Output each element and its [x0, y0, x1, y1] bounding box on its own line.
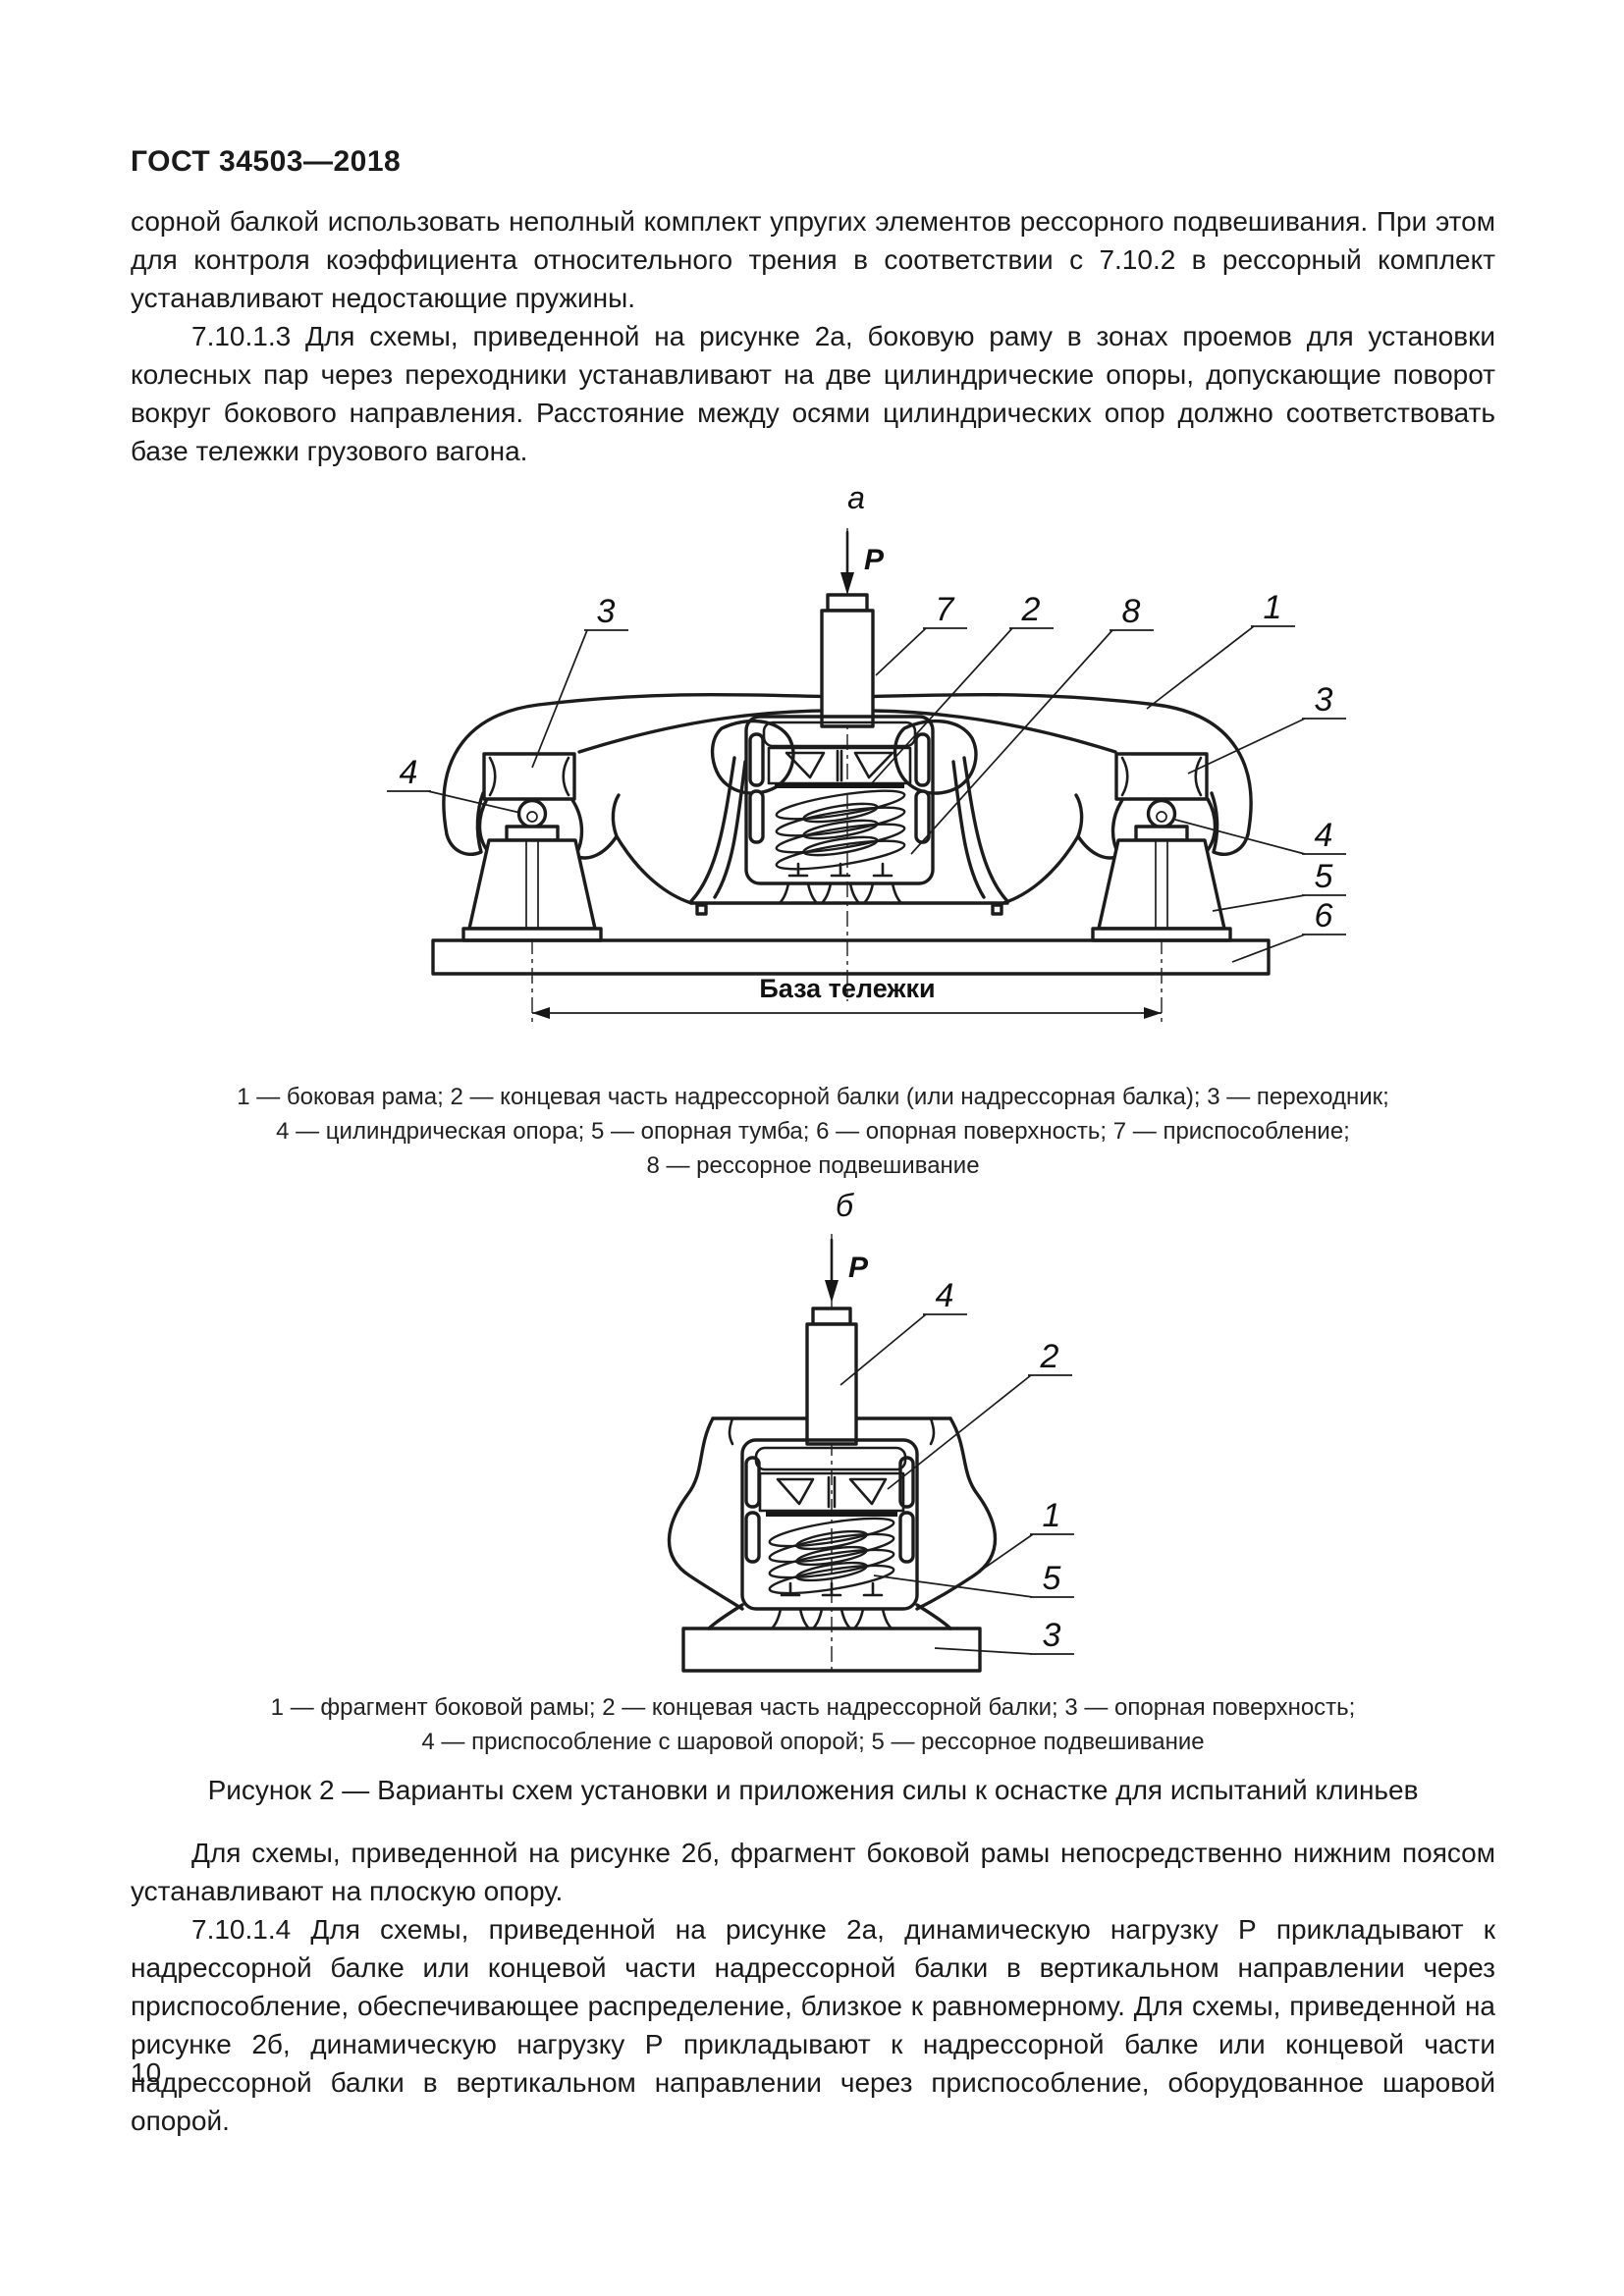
- callout-4-right: 4: [1315, 817, 1333, 854]
- paragraph-7-10-1-4: 7.10.1.4 Для схемы, приведенной на рисун…: [131, 1914, 1495, 2136]
- callout-8: 8: [1122, 593, 1141, 630]
- standard-number: ГОСТ 34503—2018: [131, 145, 402, 178]
- spring-seat-feet: [778, 862, 903, 905]
- frame-window-right: [893, 719, 978, 795]
- paragraph-continuation: сорной балкой использовать неполный комп…: [131, 206, 1495, 313]
- figure-a-callouts: 3 7 2 8 1 3 4 4 5 6: [387, 589, 1346, 963]
- callout-3-b: 3: [1043, 1617, 1061, 1654]
- figure-b-label: б: [836, 1188, 854, 1223]
- figure-a-caption-line3: 8 — рессорное подвешивание: [646, 1152, 980, 1179]
- bolster-top-plate-b: [754, 1446, 907, 1471]
- figure-b-callouts: 4 2 1 5 3: [839, 1277, 1074, 1655]
- load-device: [820, 593, 875, 728]
- callout-5-b: 5: [1043, 1560, 1061, 1597]
- figure-a-caption: 1 — боковая рама; 2 — концевая часть над…: [131, 1080, 1495, 1183]
- cylindrical-support-right-detail: [1156, 811, 1167, 823]
- force-arrow: P: [840, 530, 885, 595]
- cylindrical-support-right: [1146, 798, 1177, 829]
- figure-a-label: а: [847, 480, 865, 515]
- callout-4-b: 4: [936, 1277, 954, 1314]
- figure-b-caption-line2: 4 — приспособление с шаровой опорой; 5 —…: [421, 1729, 1205, 1755]
- figure-a-caption-line1: 1 — боковая рама; 2 — концевая часть над…: [237, 1084, 1389, 1110]
- bottom-text-block: Для схемы, приведенной на рисунке 2б, фр…: [131, 1834, 1495, 2140]
- figure-b-caption: 1 — фрагмент боковой рамы; 2 — концевая …: [131, 1690, 1495, 1759]
- coil-springs-b: [768, 1517, 895, 1595]
- page-number: 10: [131, 2057, 162, 2088]
- coil-springs: [775, 789, 906, 871]
- bogie-base-label: База тележки: [759, 974, 935, 1003]
- adapter-right: [1114, 752, 1209, 801]
- callout-7: 7: [936, 591, 955, 628]
- callout-1-b: 1: [1043, 1497, 1061, 1534]
- callout-2-b: 2: [1040, 1338, 1059, 1375]
- pedestal-left: [461, 825, 603, 942]
- callout-6: 6: [1315, 897, 1333, 934]
- pedestal-right: [1091, 825, 1232, 942]
- cylindrical-support-left: [516, 798, 548, 829]
- adapter-left: [482, 752, 576, 801]
- force-label-b: P: [848, 1252, 869, 1284]
- support-surface-b: [681, 1627, 982, 1673]
- figure-b-caption-line1: 1 — фрагмент боковой рамы; 2 — концевая …: [270, 1694, 1356, 1721]
- bolster-end-wedge-block: [767, 746, 912, 788]
- force-label: P: [864, 544, 885, 576]
- load-device-ball: [805, 1307, 858, 1446]
- callout-5: 5: [1315, 858, 1333, 895]
- figure-a-caption-line2: 4 — цилиндрическая опора; 5 — опорная ту…: [276, 1118, 1350, 1145]
- paragraph-7-10-1-3: 7.10.1.3 Для схемы, приведенной на рисун…: [131, 321, 1495, 466]
- cylindrical-support-left-detail: [526, 811, 538, 823]
- top-text-block: сорной балкой использовать неполный комп…: [131, 202, 1495, 470]
- callout-1: 1: [1264, 589, 1282, 626]
- figure-2b-svg: б P: [667, 1188, 1074, 1676]
- figure-2a-drawing: а P: [275, 471, 1404, 1080]
- support-surface: [431, 938, 1271, 976]
- bolster-end-wedge-block-b: [758, 1471, 905, 1517]
- callout-3-left: 3: [597, 593, 616, 630]
- spring-suspension: [744, 715, 935, 905]
- bogie-base-dimension: База тележки: [532, 974, 1162, 1019]
- callout-2: 2: [1021, 591, 1041, 628]
- paragraph-scheme-2b: Для схемы, приведенной на рисунке 2б, фр…: [131, 1838, 1495, 1906]
- callout-3-right: 3: [1315, 681, 1333, 719]
- callout-4-left: 4: [400, 754, 418, 791]
- figure-2-caption: Рисунок 2 — Варианты схем установки и пр…: [207, 1775, 1419, 1805]
- figure-2a-svg: а P: [387, 480, 1346, 1027]
- figure-2b-drawing: б P: [550, 1183, 1159, 1679]
- force-arrow-b: P: [825, 1238, 869, 1303]
- spring-suspension-b: [740, 1438, 919, 1630]
